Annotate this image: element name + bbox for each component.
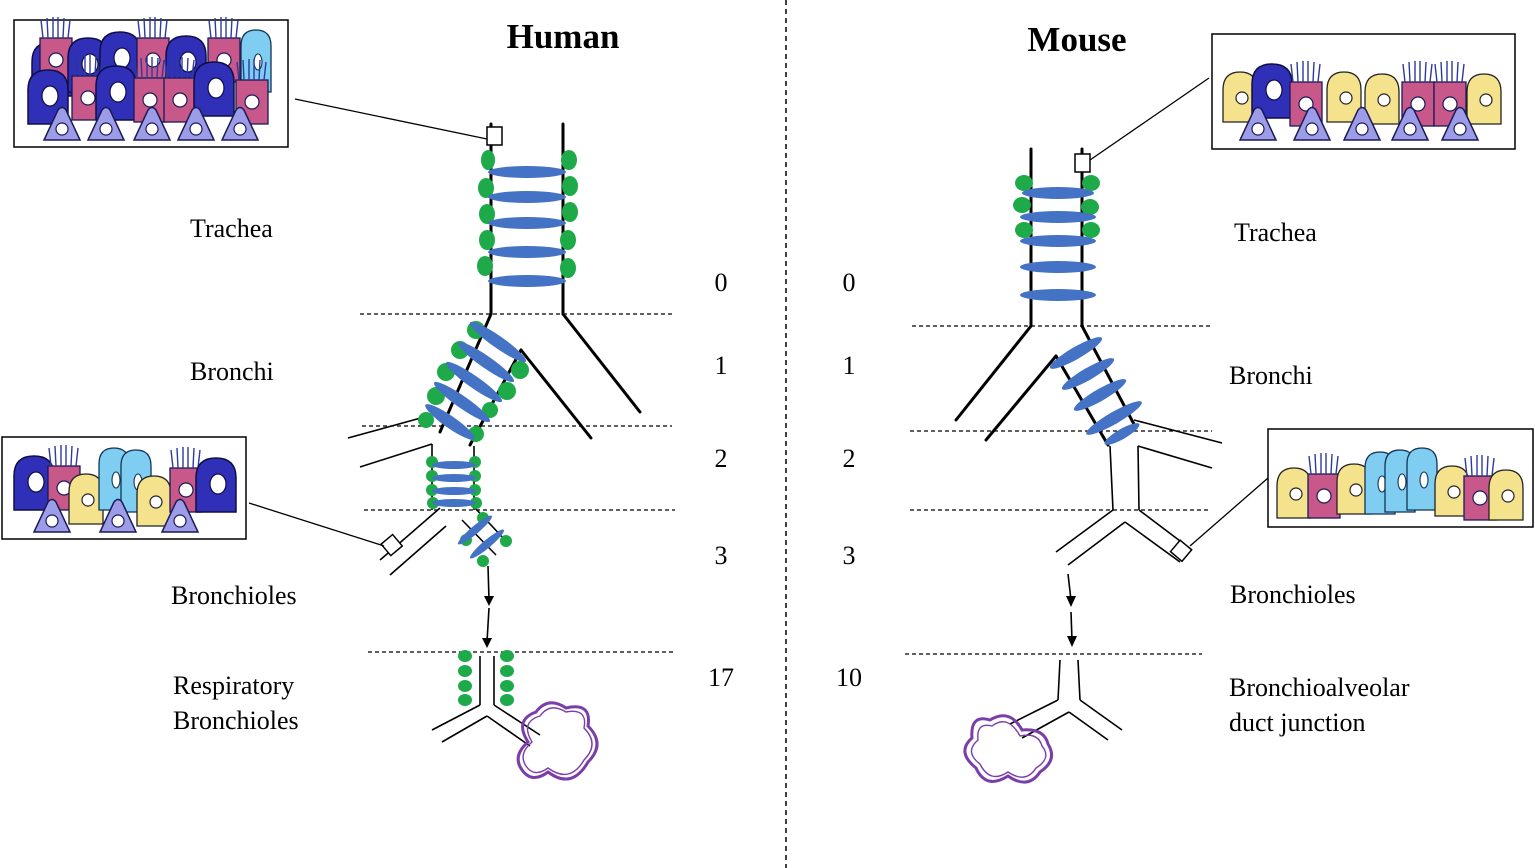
- mouse-generation-0: 0: [843, 268, 856, 297]
- mouse-label-trachea: Trachea: [1234, 218, 1317, 247]
- mouse-trachea-sample-marker: [1074, 77, 1210, 173]
- mouse-cartilage-rings: [1020, 187, 1142, 445]
- mouse-label-duct-junction: duct junction: [1229, 708, 1365, 737]
- human-title: Human: [507, 17, 620, 56]
- human-label-trachea: Trachea: [190, 214, 273, 243]
- human-label-bronchioles: Bronchioles: [171, 581, 297, 610]
- human-cartilage-rings: [425, 166, 566, 559]
- human-trachea-sample-marker: [294, 98, 503, 146]
- mouse-label-bronchioalveolar: Bronchioalveolar: [1229, 673, 1410, 702]
- human-bronchiole-sample-marker: [248, 502, 404, 557]
- mouse-generation-1: 1: [843, 351, 856, 380]
- human-generation-0: 0: [715, 268, 728, 297]
- human-alveolus: [516, 701, 599, 781]
- human-alveolus-inner: [522, 707, 593, 776]
- mouse-alveolus: [963, 714, 1054, 784]
- human-generation-3: 3: [715, 541, 728, 570]
- human-trachea-epithelium-inset: [13, 16, 289, 148]
- human-generation-17: 17: [708, 663, 734, 692]
- human-label-respiratory: Respiratory: [173, 671, 294, 700]
- mouse-title: Mouse: [1027, 20, 1126, 59]
- mouse-submucosal-glands: [1013, 175, 1100, 238]
- human-bronchiole-epithelium-inset: [1, 436, 247, 540]
- mouse-generation-10: 10: [836, 663, 862, 692]
- mouse-label-bronchi: Bronchi: [1229, 361, 1313, 390]
- mouse-region-boundaries: [905, 325, 1212, 655]
- mouse-label-bronchioles: Bronchioles: [1230, 580, 1356, 609]
- mouse-alveolus-inner: [970, 721, 1047, 778]
- human-generation-1: 1: [715, 351, 728, 380]
- mouse-generation-2: 2: [843, 444, 856, 473]
- human-generation-2: 2: [715, 444, 728, 473]
- human-region-boundaries: [360, 313, 676, 653]
- mouse-trachea-epithelium-inset: [1211, 33, 1516, 150]
- mouse-bronchiole-epithelium-inset: [1267, 428, 1534, 528]
- mouse-generation-3: 3: [843, 541, 856, 570]
- mouse-bronchiole-sample-marker: [1169, 477, 1269, 563]
- human-label-respiratory-bronchioles: Bronchioles: [173, 706, 299, 735]
- human-label-bronchi: Bronchi: [190, 357, 274, 386]
